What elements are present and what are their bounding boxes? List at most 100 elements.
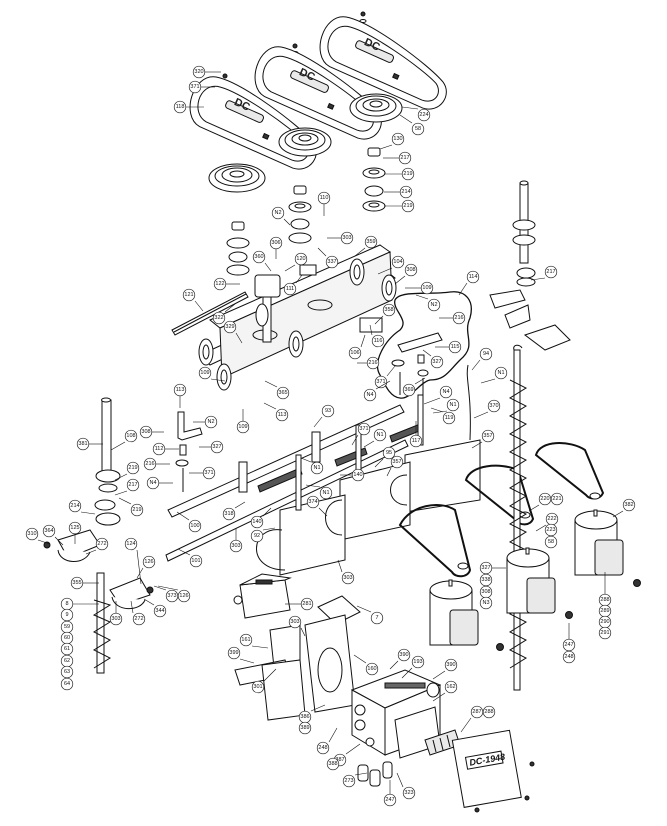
callout-number: 306 (271, 240, 280, 246)
callout-303: 303 (288, 615, 306, 637)
callout-circle (275, 408, 289, 422)
callout-number: N4 (149, 480, 156, 486)
callout-number: 247 (564, 642, 573, 648)
callout-220: 220 (528, 492, 552, 512)
callout-n2: N2 (271, 206, 291, 226)
leader-line (471, 359, 481, 371)
callout-number: 327 (432, 359, 441, 365)
callout-number: 58 (415, 126, 421, 132)
leader-line (318, 507, 328, 517)
callout-number: 364 (44, 528, 53, 534)
bearing-stack-middle (288, 185, 312, 244)
callout-290: 290 (598, 615, 612, 629)
long-rails (165, 404, 423, 562)
leader-line (114, 490, 128, 496)
callout-circle (182, 288, 196, 302)
callout-number: 162 (446, 684, 455, 690)
callout-number: 382 (624, 502, 633, 508)
callout-circle (210, 440, 224, 454)
callout-109: 109 (405, 281, 434, 295)
callout-273: 273 (342, 772, 368, 788)
callout-number: 318 (224, 511, 233, 517)
callout-circle (250, 529, 264, 543)
callout-327: 327 (422, 349, 444, 369)
callout-number: 120 (296, 256, 305, 262)
callout-circle (139, 425, 153, 439)
belt-guard-cover-rear: DC (319, 16, 447, 110)
callout-circle (373, 428, 387, 442)
callout-circle (192, 65, 206, 79)
bearing-stack-right (362, 147, 386, 212)
callout-circle (252, 250, 266, 264)
callout-303: 303 (327, 231, 354, 245)
callout-circle (189, 554, 203, 568)
cover-logo: DC (362, 36, 381, 53)
callout-circle (411, 122, 425, 136)
callout-number: N1 (376, 432, 383, 438)
callout-circle (374, 375, 388, 389)
callout-number: 109 (200, 370, 209, 376)
leader-line (143, 598, 155, 606)
callout-circle (452, 311, 466, 325)
leader-line (85, 549, 97, 555)
callout-number: 337 (327, 259, 336, 265)
callout-344: 344 (143, 598, 167, 618)
callout-272: 272 (130, 600, 146, 626)
pulley-rear (349, 93, 403, 123)
callout-number: 248 (564, 654, 573, 660)
callout-number: 216 (454, 315, 463, 321)
callout-323: 323 (396, 772, 416, 800)
callout-116: 116 (369, 324, 385, 348)
leader-line (235, 332, 243, 344)
leader-line (337, 559, 343, 573)
callout-circle (390, 455, 404, 469)
callout-circle (76, 437, 90, 451)
callout-circle (306, 495, 320, 509)
callout-120: 120 (284, 252, 308, 272)
callout-number: 101 (191, 558, 200, 564)
callout-circle (391, 132, 405, 146)
callout-365: 365 (264, 380, 290, 400)
leader-line (224, 303, 236, 313)
plate-screws (474, 761, 535, 813)
callout-number: 111 (286, 286, 294, 292)
callout-number: 122 (215, 281, 224, 287)
callout-n2: N2 (415, 294, 441, 312)
leader-line (354, 772, 368, 776)
leader-line (234, 501, 246, 509)
callout-58: 58 (544, 535, 558, 549)
callout-number: 281 (302, 601, 311, 607)
leader-line (530, 277, 546, 281)
callout-360: 360 (252, 250, 272, 272)
callout-number: 95 (386, 450, 392, 456)
callout-388: 388 (326, 757, 340, 771)
callout-number: 63 (64, 669, 70, 675)
leader-line (363, 440, 375, 448)
callout-circle (222, 507, 236, 521)
callout-318: 318 (222, 501, 246, 521)
leader-line (264, 380, 278, 388)
callout-number: 222 (547, 516, 556, 522)
callout-number: 369 (404, 387, 413, 393)
callout-number: 370 (489, 403, 498, 409)
callout-number: 109 (422, 285, 431, 291)
callout-193: 193 (401, 655, 425, 679)
callout-62: 62 (60, 654, 74, 668)
callout-circle (310, 461, 324, 475)
leader-line (458, 282, 468, 296)
callout-number: 130 (393, 136, 402, 142)
leader-line (535, 524, 547, 532)
callout-358: 358 (374, 303, 396, 325)
callout-circle (348, 346, 362, 360)
callout-number: 360 (254, 254, 263, 260)
callout-number: 301 (253, 684, 262, 690)
callout-217: 217 (114, 478, 140, 496)
callout-number: 308 (481, 589, 490, 595)
callout-circle (481, 429, 495, 443)
callout-number: 303 (343, 575, 352, 581)
callout-number: 357 (392, 459, 401, 465)
callout-289: 289 (598, 604, 612, 618)
callout-circle (269, 236, 283, 250)
callout-121: 121 (182, 288, 204, 312)
callout-number: 160 (367, 666, 376, 672)
